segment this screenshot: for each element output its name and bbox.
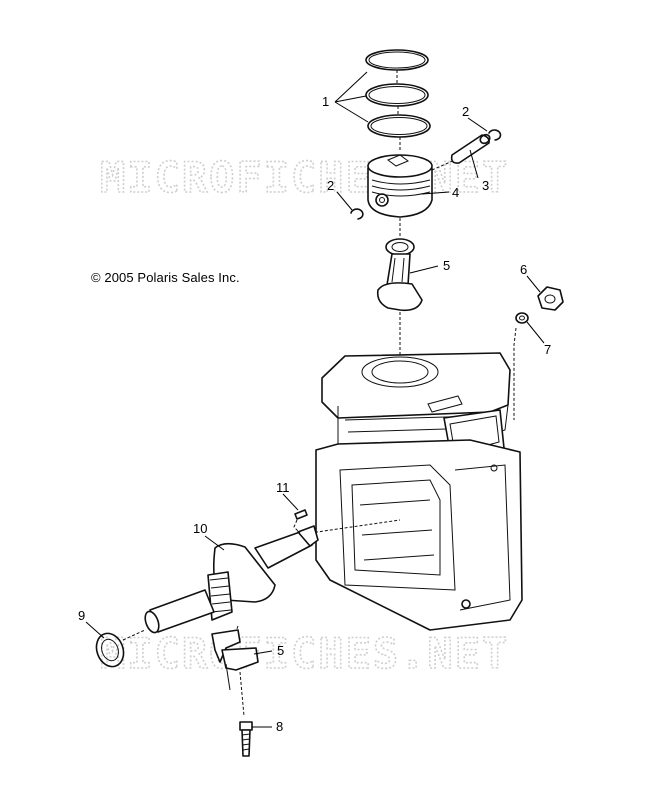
- piston-rings: [365, 49, 431, 152]
- connecting-rod: [376, 218, 423, 312]
- callout-5-upper: 5: [443, 258, 450, 273]
- bolt: [239, 721, 253, 757]
- callout-6: 6: [520, 262, 527, 277]
- callout-10: 10: [193, 521, 207, 536]
- callout-3: 3: [482, 178, 489, 193]
- crankcase: [315, 312, 523, 631]
- copyright-notice: © 2005 Polaris Sales Inc.: [91, 270, 240, 285]
- callout-7: 7: [544, 342, 551, 357]
- retaining-ring-left: [350, 208, 364, 220]
- piston-pin: [431, 133, 491, 171]
- callout-8: 8: [276, 719, 283, 734]
- callout-2-left: 2: [327, 178, 334, 193]
- callout-5-lower: 5: [277, 643, 284, 658]
- leader-lines: [85, 71, 545, 728]
- callout-1: 1: [322, 94, 329, 109]
- callout-2-right: 2: [462, 104, 469, 119]
- callout-11: 11: [276, 480, 290, 495]
- piston: [367, 154, 433, 218]
- watermark-top: MICROFICHES.NET: [100, 153, 509, 202]
- crankshaft: [144, 519, 401, 634]
- key: [293, 509, 308, 534]
- watermark-bottom: MICROFICHES.NET: [100, 629, 509, 678]
- oil-seal: [95, 629, 146, 668]
- nut: [537, 286, 564, 311]
- washer: [515, 312, 529, 324]
- callout-9: 9: [78, 608, 85, 623]
- retaining-ring-right: [488, 129, 502, 141]
- connecting-rod-cap: [211, 625, 259, 717]
- callout-4: 4: [452, 185, 459, 200]
